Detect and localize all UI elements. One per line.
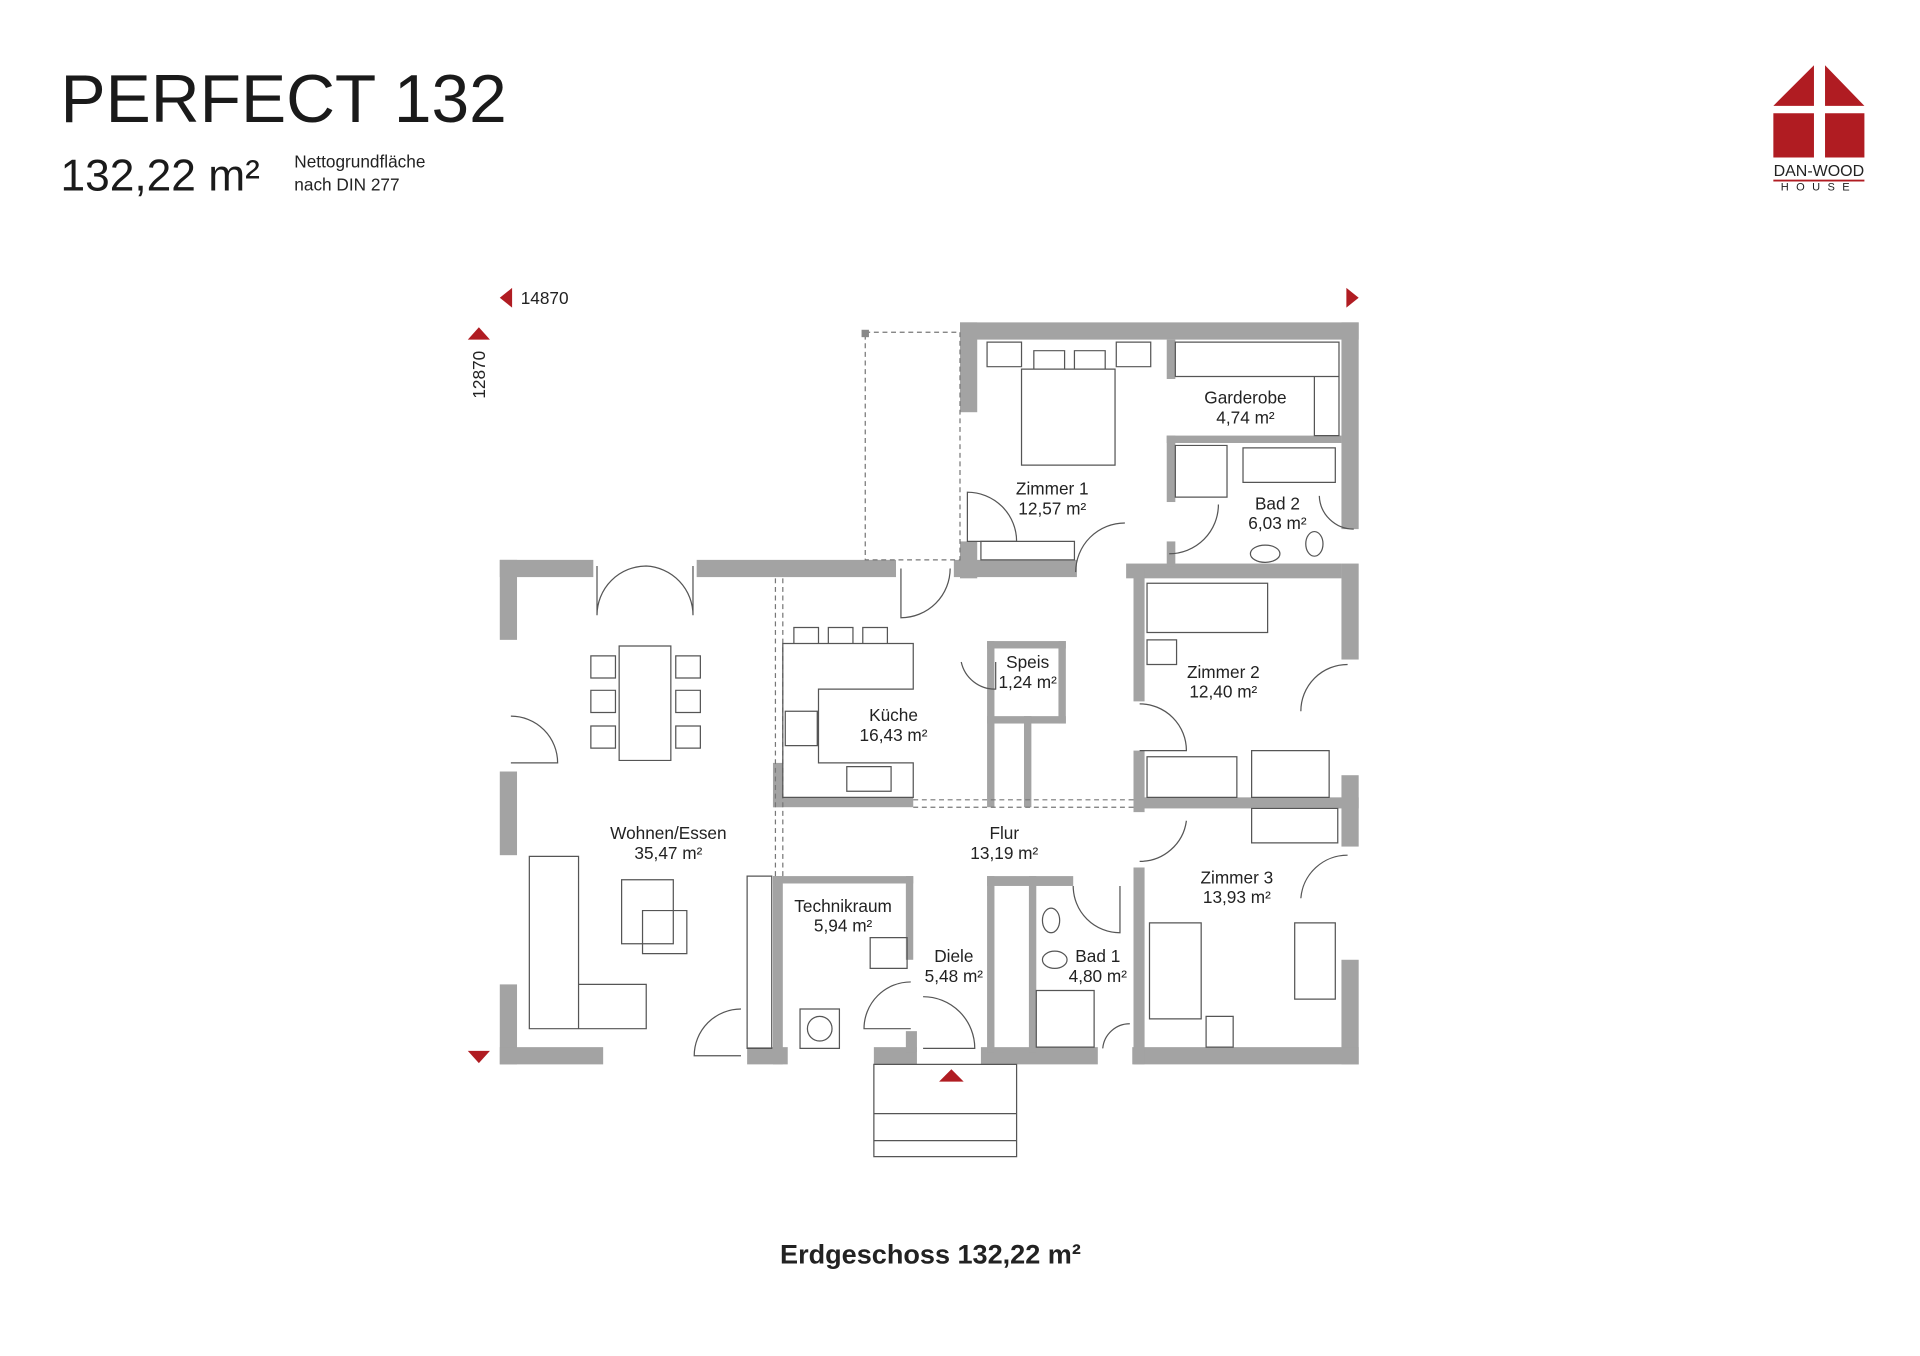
room-area: 6,03 m² — [1248, 513, 1307, 533]
wall-segment — [1126, 563, 1342, 579]
room-name: Zimmer 2 — [1187, 662, 1260, 682]
room-label: Zimmer 212,40 m² — [1187, 662, 1260, 702]
room-name: Speis — [1006, 652, 1049, 672]
wall-segment — [905, 876, 914, 960]
wall-segment — [499, 559, 594, 578]
room-name: Wohnen/Essen — [610, 823, 726, 843]
area-note-line1: Nettogrundfläche — [294, 151, 425, 171]
wall-segment — [696, 559, 897, 578]
room-area: 5,48 m² — [925, 966, 984, 986]
wall-segment — [905, 1031, 917, 1053]
wall-segment — [1133, 568, 1145, 702]
wall-segment — [987, 641, 995, 808]
wall-segment — [1341, 959, 1359, 1065]
wall-segment — [953, 559, 1077, 578]
entrance-arrow-icon — [939, 1069, 964, 1082]
room-name: Diele — [934, 946, 973, 966]
wall-segment — [499, 984, 518, 1065]
room-area: 13,93 m² — [1203, 887, 1271, 907]
room-name: Küche — [869, 705, 918, 725]
wall-segment — [772, 797, 914, 808]
wall-segment — [1132, 1047, 1359, 1065]
room-name: Zimmer 3 — [1201, 867, 1274, 887]
dimension-arrow-right-icon — [1346, 287, 1359, 308]
room-area: 13,19 m² — [970, 843, 1038, 863]
logo-brand: DAN-WOOD — [1774, 163, 1865, 180]
room-name: Flur — [989, 823, 1019, 843]
room-area: 4,80 m² — [1069, 966, 1128, 986]
dan-wood-logo: DAN-WOOD HOUSE — [1773, 65, 1865, 194]
wall-segment — [1341, 322, 1359, 530]
wall-segment — [1341, 563, 1359, 660]
wall-segment — [1166, 435, 1342, 443]
room-name: Bad 1 — [1075, 946, 1120, 966]
wall-segment — [499, 559, 518, 640]
wall-segment — [1133, 750, 1145, 813]
dashed-outlines — [774, 329, 1134, 877]
wall-segment — [1341, 775, 1359, 847]
wall-segment — [772, 876, 914, 884]
room-area: 1,24 m² — [998, 672, 1057, 692]
wall-segment — [987, 876, 995, 1053]
wall-segment — [1133, 797, 1359, 809]
area-note-line2: nach DIN 277 — [294, 175, 399, 195]
room-name: Zimmer 1 — [1016, 479, 1089, 499]
wall-segment — [499, 771, 518, 856]
width-dimension: 14870 — [521, 288, 569, 308]
wall-segment — [980, 1047, 1098, 1065]
room-label: Zimmer 112,57 m² — [1016, 479, 1089, 519]
room-name: Technikraum — [794, 896, 892, 916]
dimension-arrow-left-icon — [499, 287, 513, 308]
wall-segment — [499, 1047, 604, 1065]
wall-segment — [987, 641, 1066, 649]
room-label: Bad 14,80 m² — [1069, 946, 1128, 986]
room-name: Garderobe — [1204, 388, 1286, 408]
walls — [499, 322, 1359, 1065]
dimension-arrow-up-icon — [467, 327, 490, 340]
wall-segment — [1133, 867, 1145, 1065]
room-label: Zimmer 313,93 m² — [1201, 867, 1274, 907]
wall-segment — [1166, 339, 1176, 379]
room-label: Bad 26,03 m² — [1248, 493, 1307, 533]
wall-segment — [960, 322, 978, 413]
furniture-and-doors — [510, 341, 1354, 1158]
dimension-arrow-down-icon — [467, 1050, 490, 1064]
room-area: 12,57 m² — [1018, 498, 1086, 518]
page-title: PERFECT 132 — [61, 62, 507, 137]
wall-segment — [1166, 435, 1176, 503]
room-area: 12,40 m² — [1189, 682, 1257, 702]
floor-caption: Erdgeschoss 132,22 m² — [780, 1239, 1081, 1270]
logo-sub: HOUSE — [1781, 182, 1857, 194]
room-area: 35,47 m² — [634, 843, 702, 863]
wall-segment — [1058, 641, 1066, 724]
room-area: 4,74 m² — [1216, 407, 1275, 427]
wall-segment — [1028, 876, 1037, 1053]
wall-segment — [1023, 716, 1032, 808]
depth-dimension: 12870 — [469, 351, 489, 399]
wall-segment — [772, 762, 783, 808]
room-area: 5,94 m² — [814, 915, 873, 935]
wall-segment — [772, 876, 783, 1065]
total-area: 132,22 m² — [61, 152, 260, 201]
room-name: Bad 2 — [1255, 493, 1300, 513]
room-area: 16,43 m² — [860, 725, 928, 745]
wall-segment — [960, 322, 1359, 340]
